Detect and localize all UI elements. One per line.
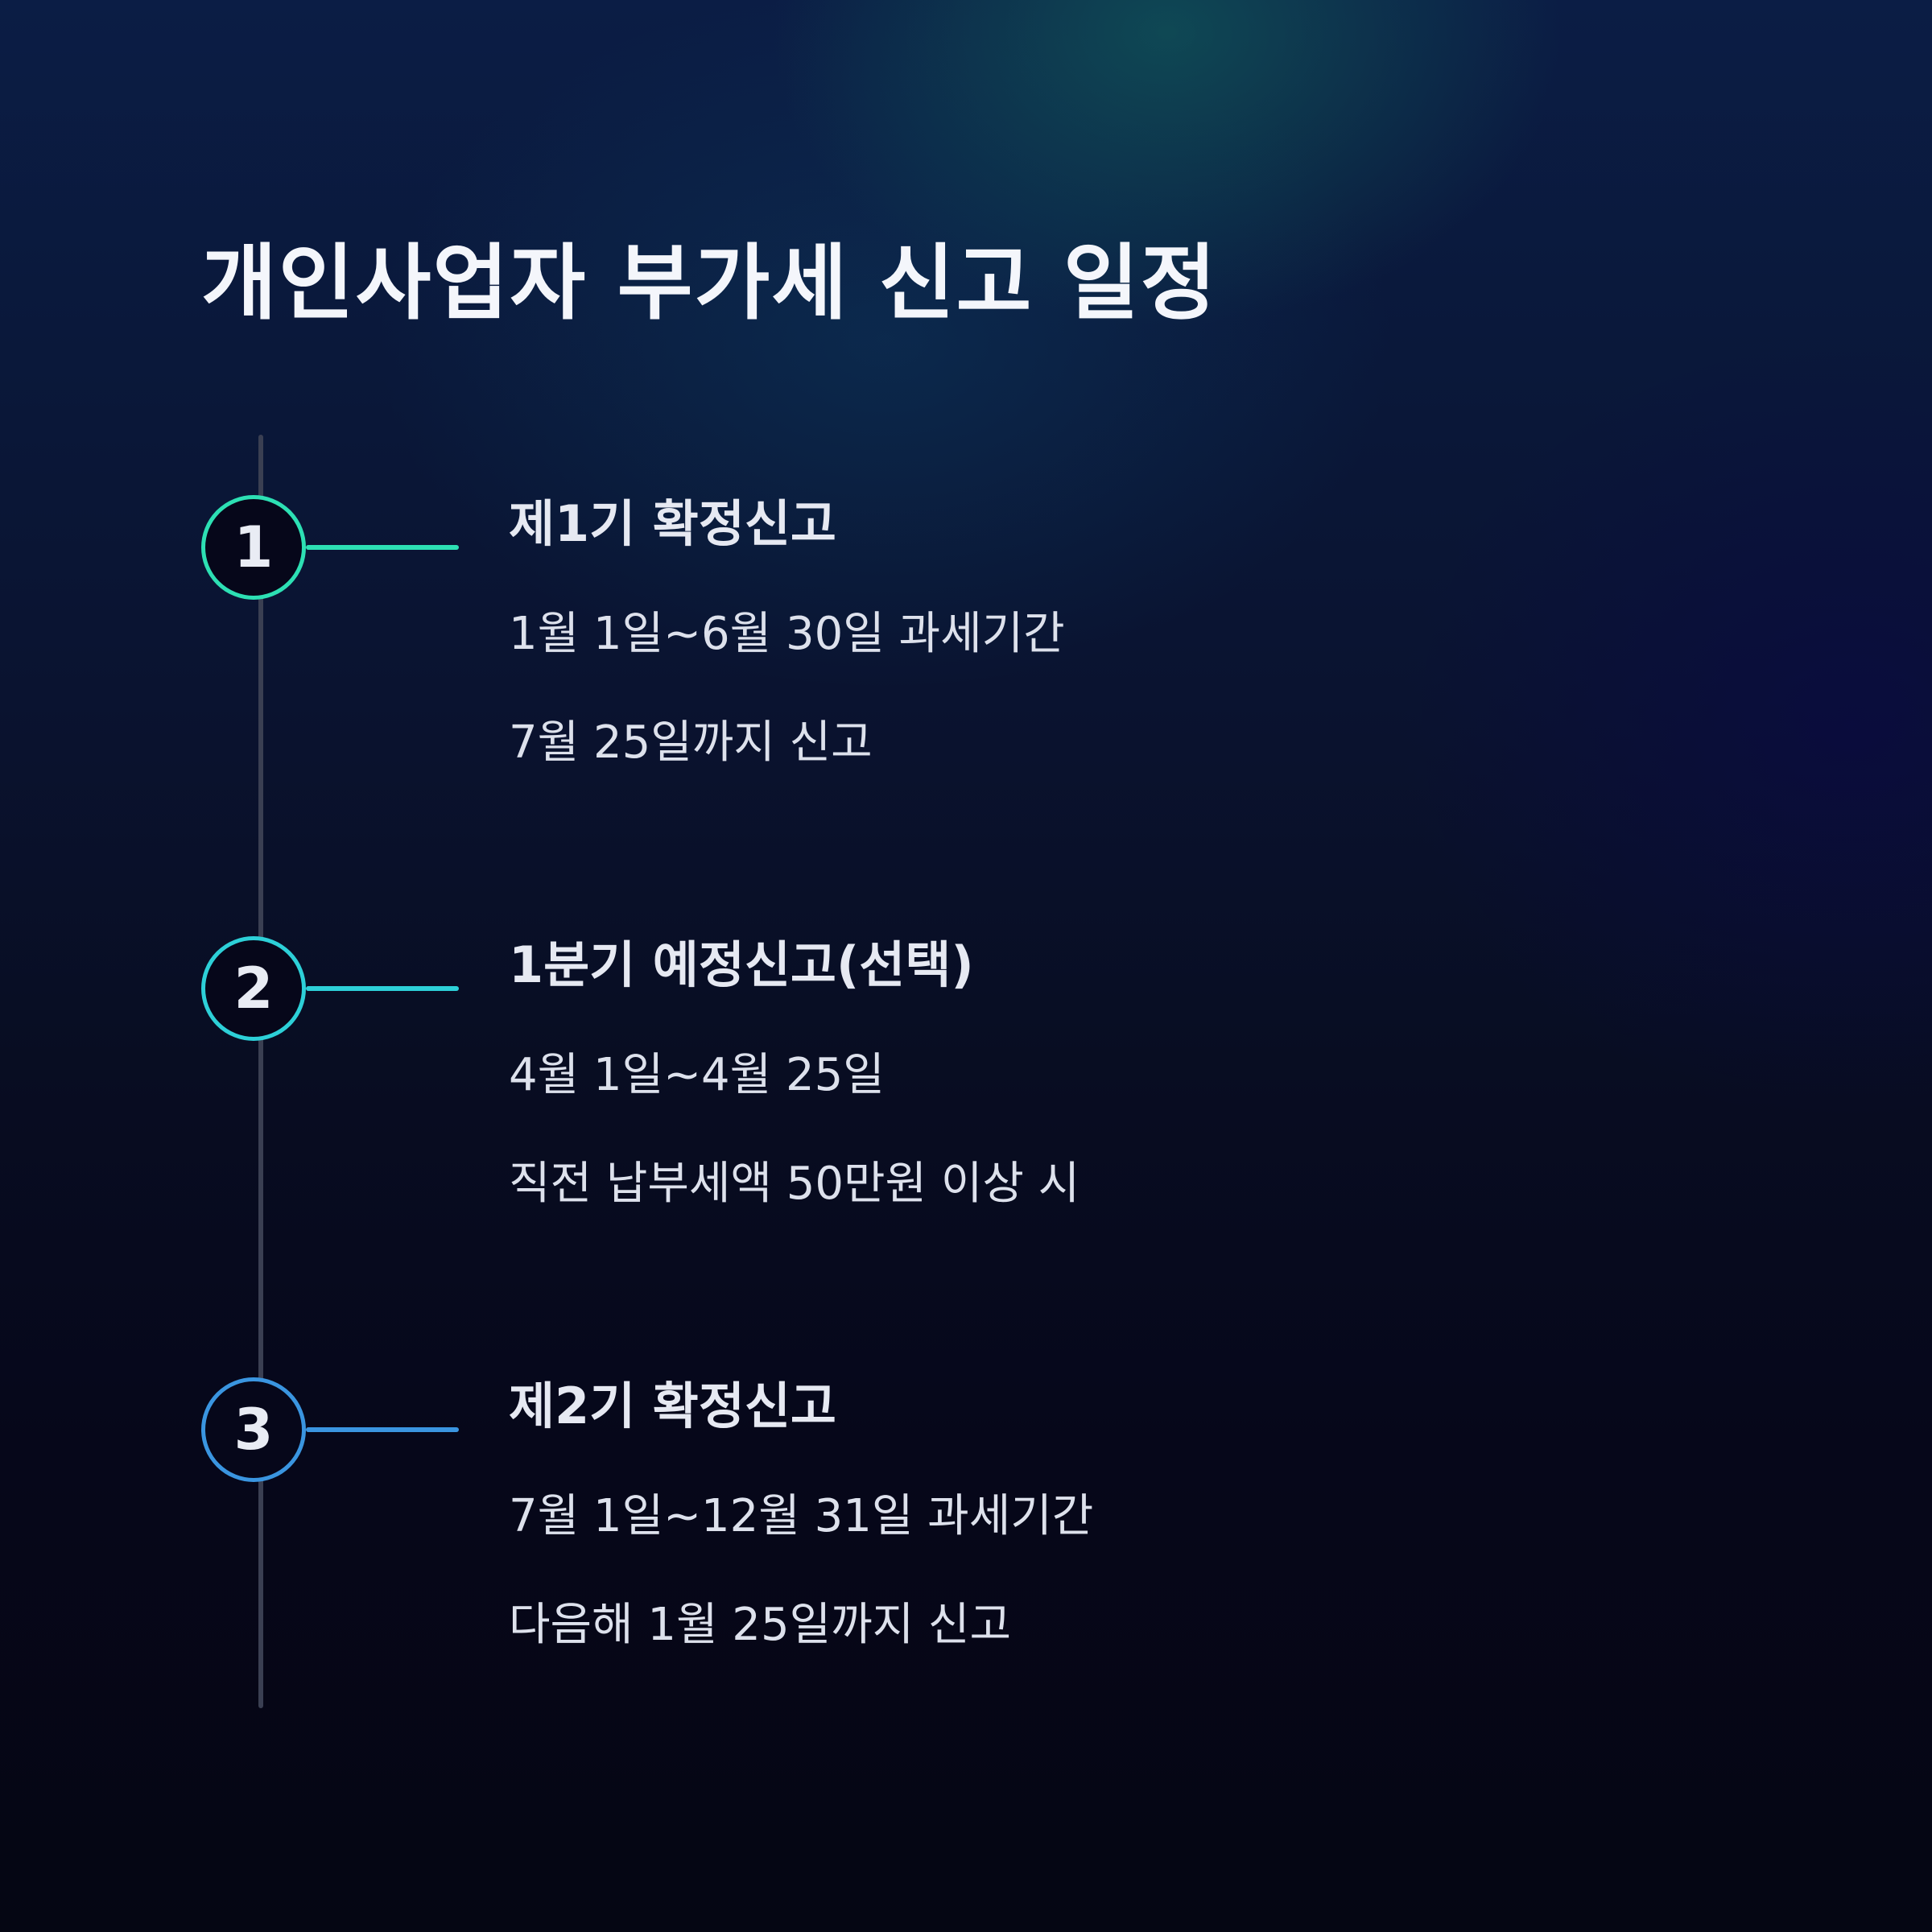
step-condition: 직전 납부세액 50만원 이상 시	[509, 1158, 1080, 1210]
step-title: 제2기 확정신고	[509, 1377, 836, 1435]
step-title: 1분기 예정신고(선택)	[509, 935, 974, 994]
step-period: 1월 1일~6월 30일 과세기간	[509, 608, 1065, 660]
step-connector	[306, 986, 459, 991]
step-number-badge: 2	[201, 936, 306, 1041]
step-deadline: 7월 25일까지 신고	[509, 716, 873, 769]
timeline-line	[258, 435, 263, 1708]
step-number: 2	[233, 956, 274, 1022]
step-number-badge: 3	[201, 1377, 306, 1482]
page-title: 개인사업자 부가세 신고 일정	[201, 236, 1218, 332]
step-connector	[306, 1427, 459, 1432]
step-number-badge: 1	[201, 495, 306, 600]
step-connector	[306, 545, 459, 550]
step-period: 7월 1일~12월 31일 과세기간	[509, 1490, 1094, 1542]
step-title: 제1기 확정신고	[509, 494, 836, 553]
step-deadline: 다음해 1월 25일까지 신고	[509, 1599, 1011, 1651]
step-number: 3	[233, 1397, 274, 1463]
step-period: 4월 1일~4월 25일	[509, 1049, 885, 1101]
step-number: 1	[233, 514, 274, 580]
